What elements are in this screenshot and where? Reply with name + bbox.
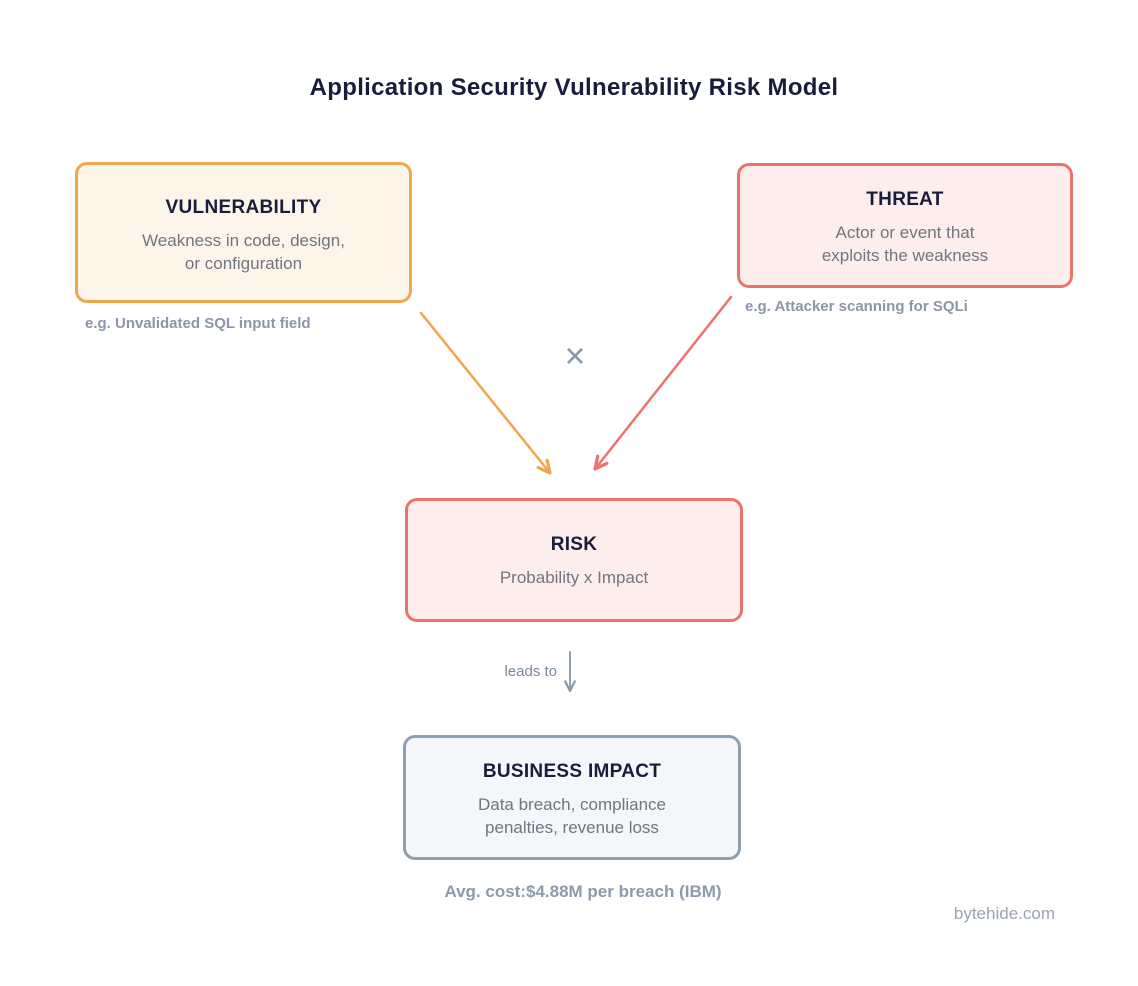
risk-description: Probability x Impact — [408, 566, 740, 589]
threat-title: THREAT — [866, 189, 944, 210]
vulnerability-description: Weakness in code, design, or configurati… — [78, 229, 409, 275]
business-impact-description: Data breach, compliance penalties, reven… — [406, 793, 738, 839]
vulnerability-to-risk-arrow — [419, 311, 552, 475]
threat-node: THREAT Actor or event that exploits the … — [737, 163, 1073, 288]
business-impact-cost-caption: Avg. cost:$4.88M per breach (IBM) — [444, 882, 722, 901]
watermark: bytehide.com — [953, 904, 1055, 923]
risk-node: RISK Probability x Impact — [405, 498, 743, 622]
vulnerability-example-caption: e.g. Unvalidated SQL input field — [85, 315, 311, 332]
vulnerability-node: VULNERABILITY Weakness in code, design, … — [75, 162, 412, 303]
threat-to-risk-arrow — [593, 295, 733, 471]
threat-example-caption: e.g. Attacker scanning for SQLi — [745, 298, 968, 315]
leads-to-label: leads to — [504, 663, 557, 680]
threat-description-line: Actor or event that — [835, 223, 975, 242]
business-impact-title: BUSINESS IMPACT — [482, 761, 662, 782]
business-impact-node: BUSINESS IMPACT Data breach, compliance … — [403, 735, 741, 860]
vulnerability-title: VULNERABILITY — [165, 197, 322, 218]
vulnerability-description-line: Weakness in code, design, — [142, 231, 345, 250]
diagram-title: Application Security Vulnerability Risk … — [309, 74, 839, 101]
threat-description: Actor or event that exploits the weaknes… — [740, 221, 1070, 267]
vulnerability-description-line: or configuration — [184, 254, 303, 273]
business-impact-description-line: penalties, revenue loss — [485, 818, 659, 837]
multiply-operator-icon: × — [564, 335, 586, 376]
business-impact-description-line: Data breach, compliance — [477, 795, 667, 814]
risk-description-line: Probability x Impact — [499, 568, 649, 587]
threat-description-line: exploits the weakness — [821, 246, 989, 265]
risk-title: RISK — [550, 534, 598, 555]
